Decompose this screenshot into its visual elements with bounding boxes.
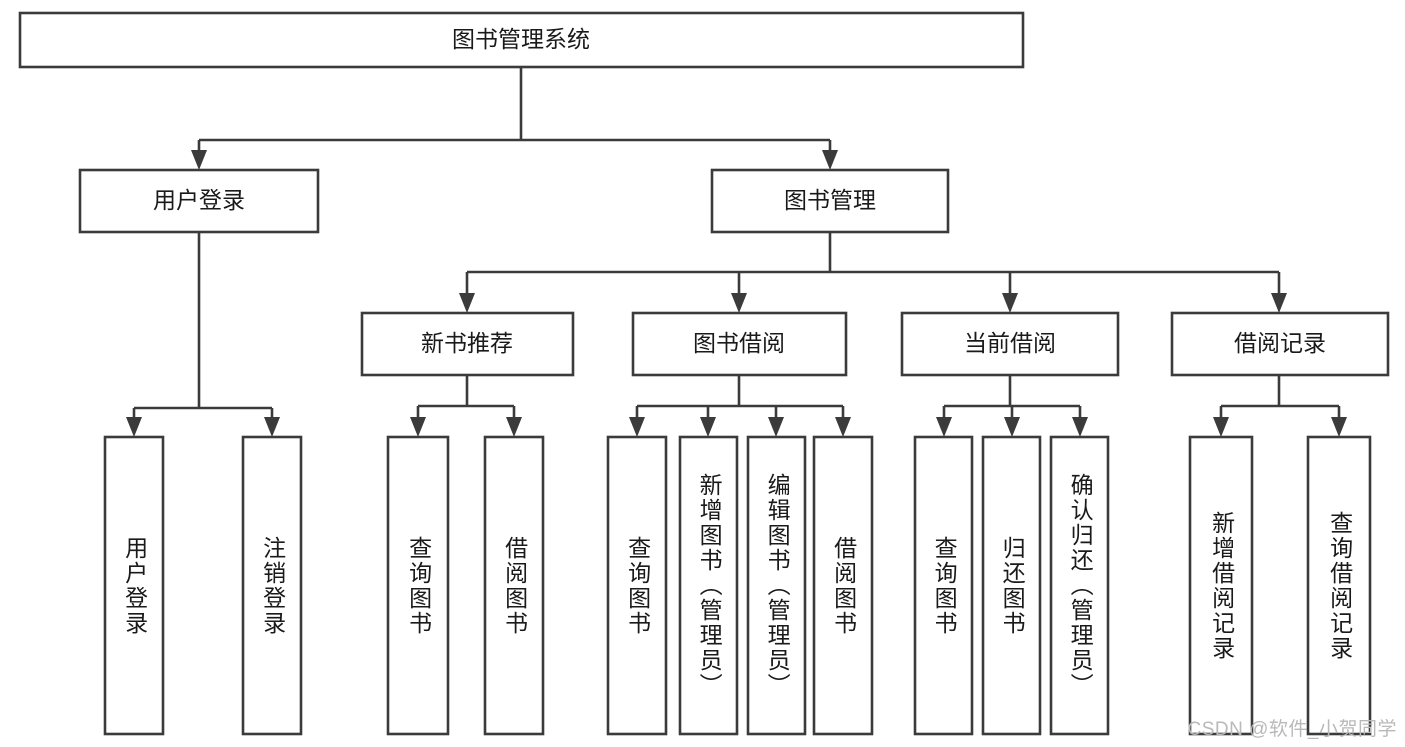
node-new-book-recommend-label: 新书推荐 bbox=[421, 330, 513, 356]
leaf-logout-label: 注销登录 bbox=[259, 535, 286, 636]
arrow-head-book-manage bbox=[822, 150, 838, 170]
node-book-manage-box[interactable] bbox=[710, 168, 950, 234]
leaf-user-login-label: 用户登录 bbox=[121, 535, 148, 636]
leaf-add-borrow-record[interactable]: 新增借阅记录 bbox=[1188, 435, 1254, 736]
leaf-query-borrow-record-label: 查询借阅记录 bbox=[1326, 510, 1353, 661]
leaf-logout[interactable]: 注销登录 bbox=[241, 435, 303, 736]
arrow-head-user-login bbox=[191, 150, 207, 170]
arrow-head-borrow-record bbox=[1271, 293, 1287, 313]
node-book-borrow-label: 图书借阅 bbox=[693, 330, 785, 356]
node-user-login-label: 用户登录 bbox=[153, 187, 245, 213]
leaf-query-book-3-label: 查询图书 bbox=[931, 535, 958, 636]
node-user-login-box[interactable] bbox=[78, 168, 320, 234]
leaf-borrow-book-2-label: 借阅图书 bbox=[830, 535, 857, 636]
leaf-query-borrow-record[interactable]: 查询借阅记录 bbox=[1306, 435, 1372, 736]
arrow-head-leaf-query-book-2 bbox=[629, 417, 645, 437]
node-root-box[interactable] bbox=[18, 11, 1025, 69]
connector-group-book-borrow bbox=[629, 375, 851, 437]
leaf-edit-book-admin[interactable]: 编辑图书（管理员） bbox=[746, 435, 807, 736]
connector-group-current-borrow bbox=[936, 375, 1088, 437]
leaf-query-book-2[interactable]: 查询图书 bbox=[606, 435, 668, 736]
node-borrow-record-box[interactable] bbox=[1170, 311, 1390, 377]
leaf-add-book-admin[interactable]: 新增图书（管理员） bbox=[678, 435, 739, 736]
leaf-add-borrow-record-box[interactable] bbox=[1188, 435, 1254, 736]
arrow-head-leaf-user-login bbox=[126, 417, 142, 437]
node-root-label: 图书管理系统 bbox=[452, 26, 590, 52]
arrow-head-leaf-return-book bbox=[1004, 417, 1020, 437]
arrow-head-leaf-query-book-3 bbox=[936, 417, 952, 437]
leaf-borrow-book-1[interactable]: 借阅图书 bbox=[483, 435, 545, 736]
node-current-borrow[interactable]: 当前借阅 bbox=[900, 311, 1120, 377]
leaf-query-book-1[interactable]: 查询图书 bbox=[386, 435, 450, 736]
arrow-head-book-borrow bbox=[731, 293, 747, 313]
arrow-head-leaf-edit-book-admin bbox=[768, 417, 784, 437]
node-book-borrow-box[interactable] bbox=[631, 311, 848, 377]
arrow-head-leaf-query-borrow-record bbox=[1331, 417, 1347, 437]
leaf-borrow-book-1-box[interactable] bbox=[483, 435, 545, 736]
node-borrow-record-label: 借阅记录 bbox=[1234, 330, 1326, 356]
leaf-confirm-return-admin-box[interactable] bbox=[1049, 435, 1110, 736]
arrow-head-new-book-recommend bbox=[459, 293, 475, 313]
leaf-query-book-2-box[interactable] bbox=[606, 435, 668, 736]
connector-group-borrow-record bbox=[1213, 375, 1347, 437]
arrow-head-leaf-query-book-1 bbox=[410, 417, 426, 437]
leaf-query-book-1-label: 查询图书 bbox=[405, 535, 432, 636]
node-root[interactable]: 图书管理系统 bbox=[18, 11, 1025, 69]
leaf-logout-box[interactable] bbox=[241, 435, 303, 736]
leaf-query-book-3[interactable]: 查询图书 bbox=[913, 435, 974, 736]
arrow-head-leaf-confirm-return bbox=[1072, 417, 1088, 437]
leaf-return-book-label: 归还图书 bbox=[999, 535, 1026, 636]
leaf-confirm-return-admin[interactable]: 确认归还（管理员） bbox=[1049, 435, 1110, 736]
leaf-query-borrow-record-box[interactable] bbox=[1306, 435, 1372, 736]
node-borrow-record[interactable]: 借阅记录 bbox=[1170, 311, 1390, 377]
node-user-login[interactable]: 用户登录 bbox=[78, 168, 320, 234]
leaf-return-book[interactable]: 归还图书 bbox=[981, 435, 1042, 736]
leaf-query-book-3-box[interactable] bbox=[913, 435, 974, 736]
leaf-borrow-book-2-box[interactable] bbox=[812, 435, 874, 736]
leaf-add-book-admin-label: 新增图书（管理员） bbox=[696, 473, 723, 698]
leaf-borrow-book-1-label: 借阅图书 bbox=[501, 535, 528, 636]
leaf-user-login-box[interactable] bbox=[103, 435, 165, 736]
node-current-borrow-box[interactable] bbox=[900, 311, 1120, 377]
node-book-borrow[interactable]: 图书借阅 bbox=[631, 311, 848, 377]
connector-group-new-book-recommend bbox=[410, 375, 522, 437]
arrow-head-leaf-logout bbox=[264, 417, 280, 437]
leaf-edit-book-admin-box[interactable] bbox=[746, 435, 807, 736]
node-new-book-recommend[interactable]: 新书推荐 bbox=[360, 311, 575, 377]
arrow-head-leaf-borrow-book-1 bbox=[506, 417, 522, 437]
leaf-add-borrow-record-label: 新增借阅记录 bbox=[1208, 510, 1235, 661]
connector-group-user-login bbox=[126, 232, 280, 437]
leaf-add-book-admin-box[interactable] bbox=[678, 435, 739, 736]
connector-group-root bbox=[191, 67, 838, 170]
leaf-borrow-book-2[interactable]: 借阅图书 bbox=[812, 435, 874, 736]
arrow-head-leaf-borrow-book-2 bbox=[835, 417, 851, 437]
node-current-borrow-label: 当前借阅 bbox=[964, 330, 1056, 356]
arrow-head-leaf-add-borrow-record bbox=[1213, 417, 1229, 437]
arrow-head-leaf-add-book-admin bbox=[700, 417, 716, 437]
leaf-confirm-return-admin-label: 确认归还（管理员） bbox=[1067, 473, 1094, 698]
node-book-manage[interactable]: 图书管理 bbox=[710, 168, 950, 234]
leaf-query-book-1-box[interactable] bbox=[386, 435, 450, 736]
leaf-user-login[interactable]: 用户登录 bbox=[103, 435, 165, 736]
leaf-return-book-box[interactable] bbox=[981, 435, 1042, 736]
node-new-book-recommend-box[interactable] bbox=[360, 311, 575, 377]
leaf-edit-book-admin-label: 编辑图书（管理员） bbox=[764, 473, 791, 698]
arrow-head-current-borrow bbox=[1002, 293, 1018, 313]
node-book-manage-label: 图书管理 bbox=[784, 187, 876, 213]
connector-group-book-manage bbox=[459, 232, 1287, 313]
leaf-query-book-2-label: 查询图书 bbox=[624, 535, 651, 636]
